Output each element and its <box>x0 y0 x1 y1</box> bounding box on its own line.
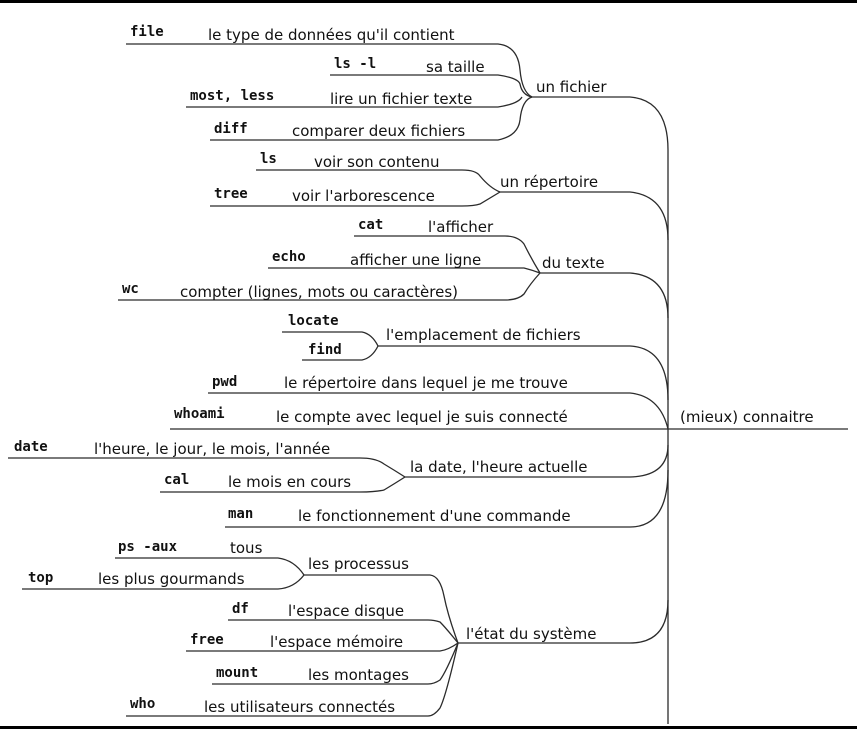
group-label-etat-systeme: l'état du système <box>466 625 597 643</box>
label-ls-l: sa taille <box>426 58 485 76</box>
cmd-ls: ls <box>260 151 277 167</box>
group-man: man le fonctionnement d'une commande <box>228 506 571 525</box>
label-mount: les montages <box>308 666 409 684</box>
label-most-less: lire un fichier texte <box>330 90 472 108</box>
label-ps-aux: tous <box>230 539 263 557</box>
cmd-top: top <box>28 570 53 586</box>
cmd-ps-aux: ps -aux <box>118 539 178 555</box>
cmd-cal: cal <box>164 472 189 488</box>
label-tree: voir l'arborescence <box>292 187 435 205</box>
label-processus: les processus <box>308 555 409 573</box>
cmd-df: df <box>232 601 249 617</box>
label-whoami: le compte avec lequel je suis connecté <box>276 408 568 426</box>
label-top: les plus gourmands <box>98 570 245 588</box>
label-man: le fonctionnement d'une commande <box>298 507 571 525</box>
cmd-echo: echo <box>272 249 306 265</box>
label-emplacement: l'emplacement de fichiers <box>386 326 581 344</box>
label-file: le type de données qu'il contient <box>208 26 455 44</box>
cmd-tree: tree <box>214 186 248 202</box>
cmd-date: date <box>14 439 48 455</box>
group-whoami: whoami le compte avec lequel je suis con… <box>174 406 568 426</box>
label-diff: comparer deux fichiers <box>292 122 465 140</box>
group-pwd: pwd le répertoire dans lequel je me trou… <box>212 374 568 392</box>
label-free: l'espace mémoire <box>270 633 403 651</box>
group-etat-systeme: l'état du système les processus ps -aux … <box>28 539 597 716</box>
label-who: les utilisateurs connectés <box>204 698 395 716</box>
root-label: (mieux) connaitre <box>680 408 814 426</box>
cmd-find: find <box>308 342 342 358</box>
label-cat: l'afficher <box>428 218 494 236</box>
cmd-pwd: pwd <box>212 374 237 390</box>
cmd-most-less: most, less <box>190 88 274 104</box>
label-df: l'espace disque <box>288 602 404 620</box>
group-label-du-texte: du texte <box>542 254 605 272</box>
cmd-ls-l: ls -l <box>334 56 376 72</box>
group-date: la date, l'heure actuelle date l'heure, … <box>14 439 587 491</box>
label-date: l'heure, le jour, le mois, l'année <box>94 440 330 458</box>
label-wc: compter (lignes, mots ou caractères) <box>180 283 458 301</box>
cmd-man: man <box>228 506 253 522</box>
cmd-mount: mount <box>216 665 258 681</box>
cmd-free: free <box>190 632 224 648</box>
group-label-un-fichier: un fichier <box>536 78 607 96</box>
label-ls: voir son contenu <box>314 153 439 171</box>
label-echo: afficher une ligne <box>350 251 481 269</box>
label-cal: le mois en cours <box>228 473 351 491</box>
group-label-date: la date, l'heure actuelle <box>410 458 587 476</box>
group-du-texte: du texte cat l'afficher echo afficher un… <box>122 217 605 301</box>
cmd-file: file <box>130 24 164 40</box>
group-label-un-repertoire: un répertoire <box>500 173 598 191</box>
cmd-who: who <box>130 696 155 712</box>
branch-lines <box>8 43 848 724</box>
group-un-repertoire: un répertoire ls voir son contenu tree v… <box>214 151 598 205</box>
cmd-cat: cat <box>358 217 383 233</box>
cmd-locate: locate <box>288 313 339 329</box>
cmd-diff: diff <box>214 121 248 137</box>
group-emplacement: l'emplacement de fichiers locate find <box>288 313 581 358</box>
cmd-whoami: whoami <box>174 406 225 422</box>
group-un-fichier: un fichier file le type de données qu'il… <box>130 24 607 140</box>
label-pwd: le répertoire dans lequel je me trouve <box>284 374 568 392</box>
cmd-wc: wc <box>122 281 139 297</box>
